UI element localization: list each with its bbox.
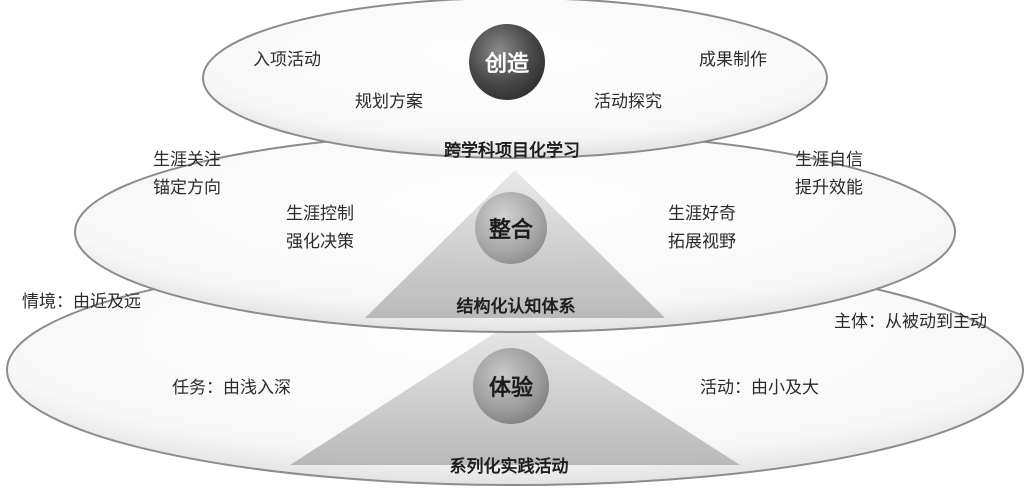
top-label-4: 成果制作 (699, 50, 767, 70)
middle-layer-circle (475, 192, 547, 264)
bottom-label-4: 主体：从被动到主动 (834, 312, 987, 332)
bottom-label-3: 活动：由小及大 (700, 378, 819, 398)
middle-label-2-line-2: 强化决策 (286, 232, 354, 252)
middle-label-4-line-1: 生涯自信 (795, 150, 863, 170)
top-label-3: 活动探究 (594, 92, 662, 112)
middle-label-4-line-2: 提升效能 (795, 178, 863, 198)
middle-label-2-line-1: 生涯控制 (286, 204, 354, 224)
middle-layer-title: 结构化认知体系 (456, 297, 576, 317)
bottom-layer-circle (473, 348, 549, 424)
bottom-layer-title: 系列化实践活动 (449, 457, 569, 477)
middle-label-1: 生涯关注 锚定方向 (153, 146, 221, 202)
top-label-1: 入项活动 (253, 50, 321, 70)
top-layer-circle (469, 24, 545, 100)
middle-label-3-line-1: 生涯好奇 (668, 204, 736, 224)
top-label-2: 规划方案 (355, 92, 423, 112)
middle-label-3: 生涯好奇 拓展视野 (668, 200, 736, 256)
middle-label-1-line-2: 锚定方向 (153, 178, 221, 198)
middle-circle-label: 整合 (488, 218, 534, 243)
middle-label-3-line-2: 拓展视野 (668, 232, 736, 252)
bottom-label-2: 任务：由浅入深 (172, 378, 291, 398)
middle-label-4: 生涯自信 提升效能 (795, 146, 863, 202)
middle-label-1-line-1: 生涯关注 (153, 150, 221, 170)
top-layer-title: 跨学科项目化学习 (444, 141, 580, 161)
bottom-label-1: 情境：由近及远 (22, 292, 141, 312)
middle-label-2: 生涯控制 强化决策 (286, 200, 354, 256)
top-circle-label: 创造 (484, 52, 530, 77)
bottom-circle-label: 体验 (488, 376, 534, 401)
